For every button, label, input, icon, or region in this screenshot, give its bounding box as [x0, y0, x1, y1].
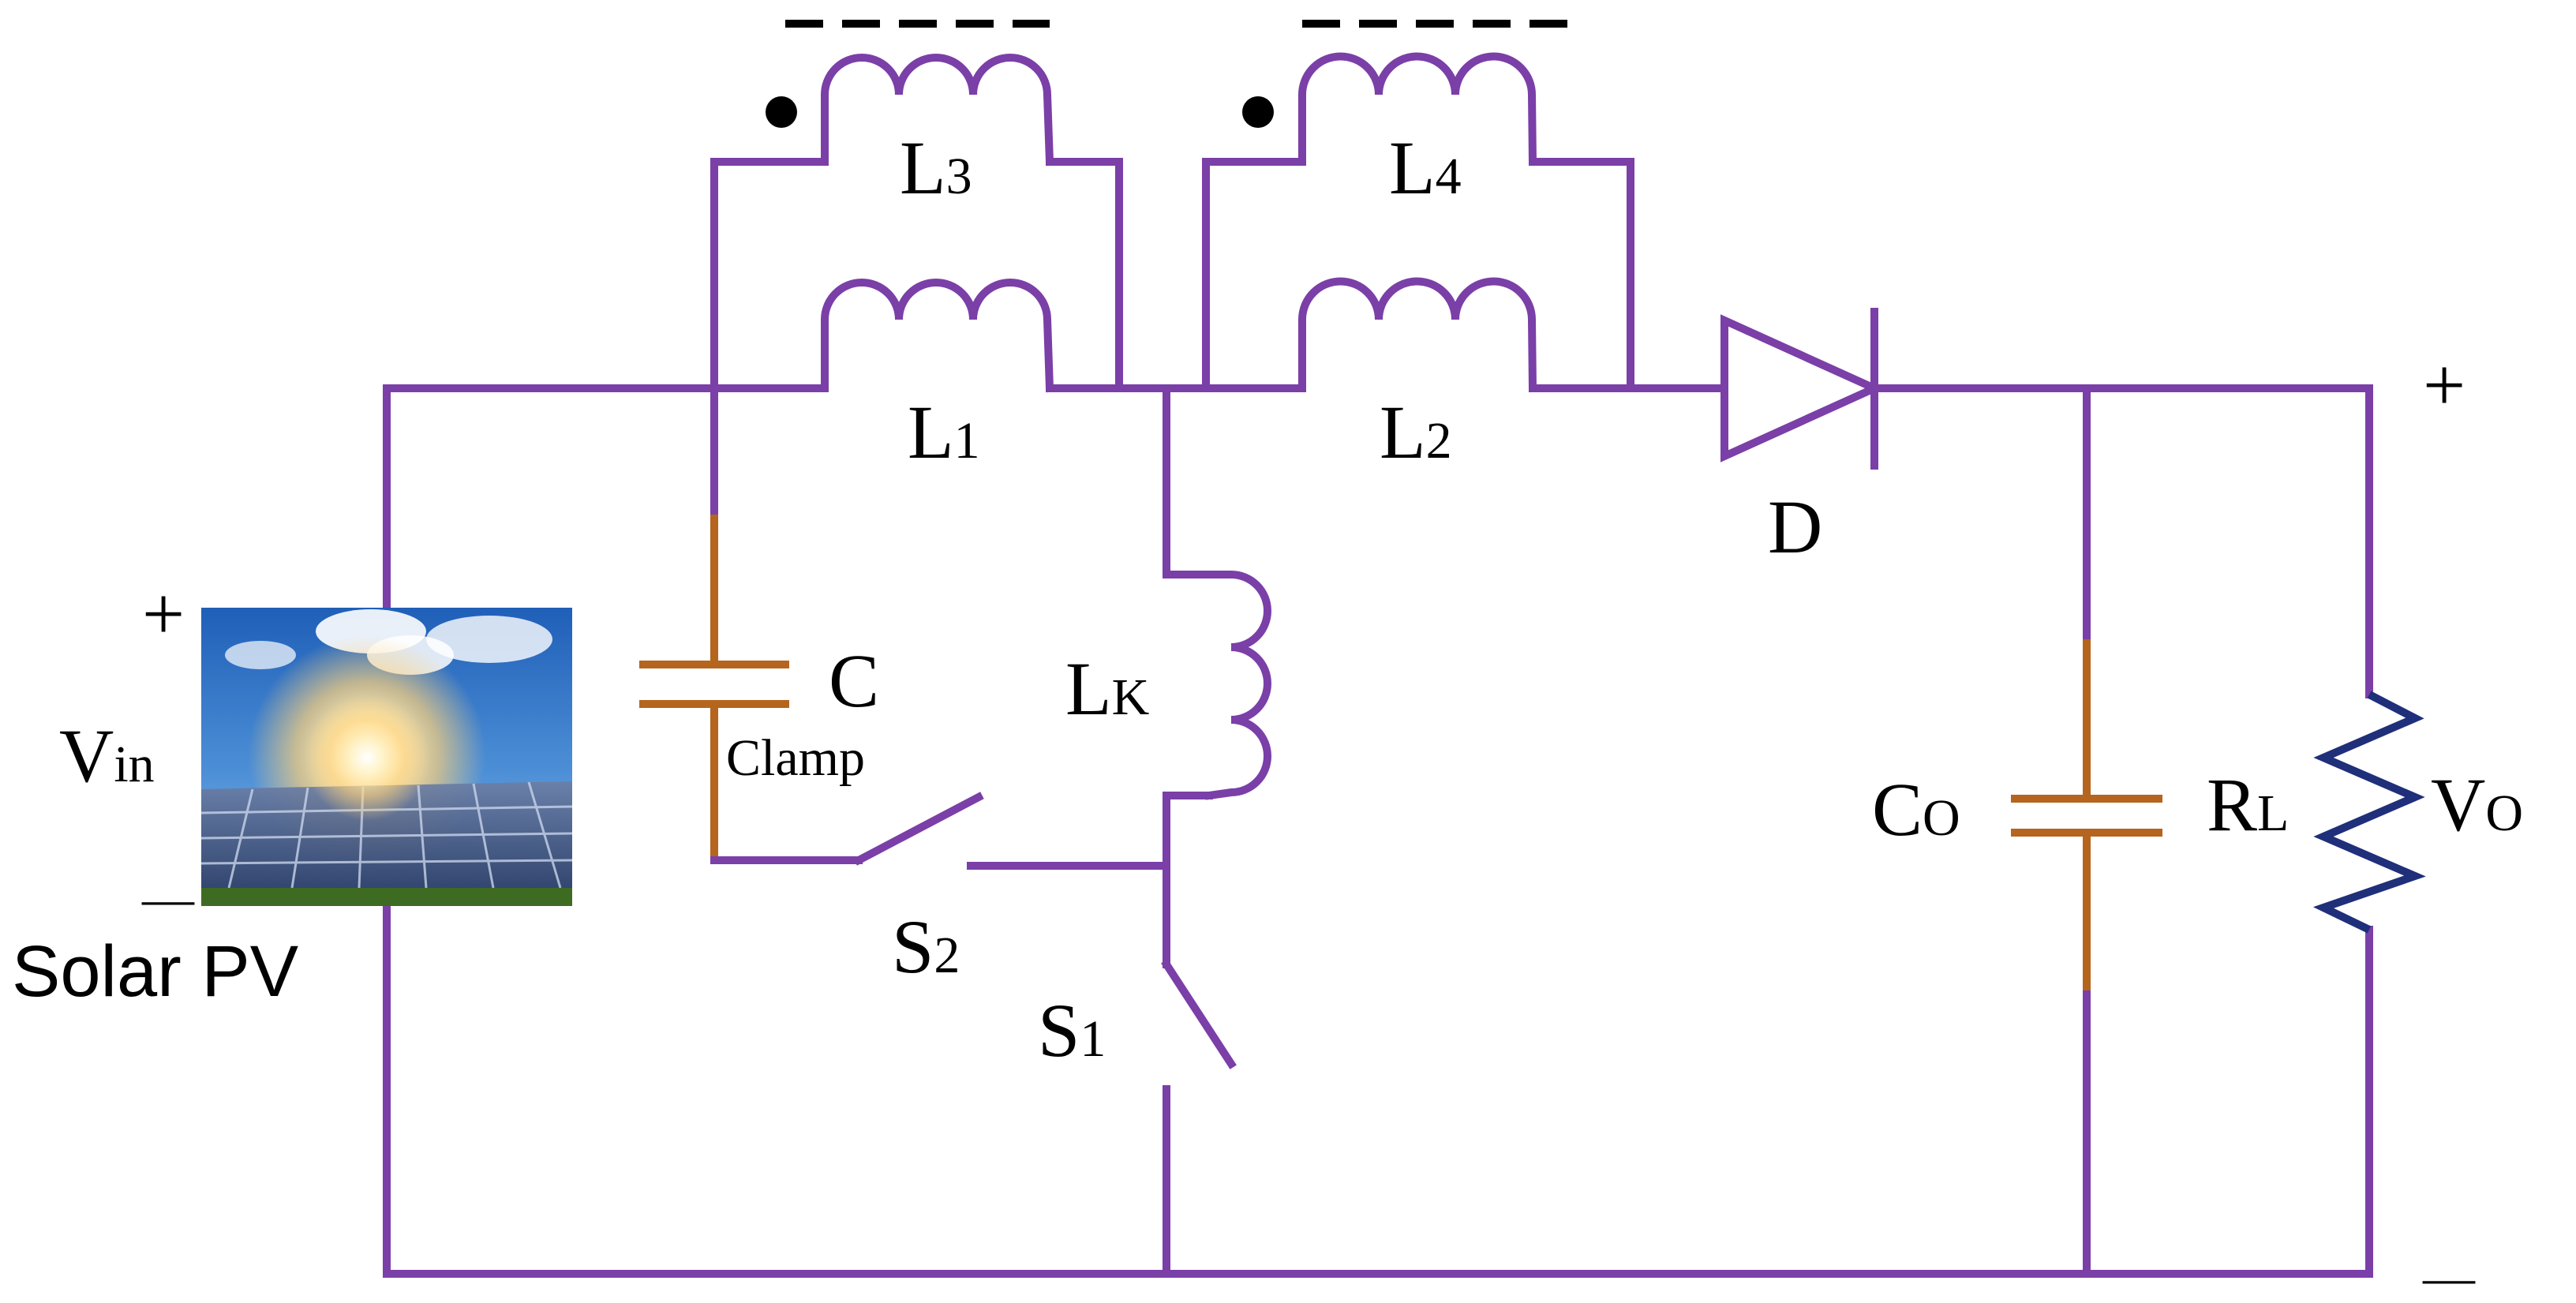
diode-d	[1720, 308, 1885, 470]
label-rl: RL	[2207, 762, 2289, 847]
label-s2: S2	[892, 904, 960, 989]
svg-text:RL: RL	[2207, 762, 2289, 847]
svg-text:C: C	[829, 638, 879, 723]
inductor-l3	[821, 54, 1054, 167]
pv-plus-sign: +	[142, 571, 185, 656]
solar-pv-image	[200, 608, 573, 906]
output-minus-sign: —	[2422, 1249, 2476, 1303]
wires	[383, 158, 2373, 1278]
polarity-dot-l3	[766, 96, 797, 128]
label-l2: L2	[1380, 390, 1452, 474]
label-co: CO	[1872, 767, 1960, 852]
label-vin: Vin	[59, 713, 155, 798]
svg-text:S1: S1	[1038, 988, 1106, 1073]
label-s1: S1	[1038, 988, 1106, 1073]
label-l1: L1	[908, 390, 980, 474]
svg-text:LK: LK	[1065, 646, 1149, 731]
inductor-l2	[1298, 277, 1537, 393]
inductor-l4	[1298, 52, 1537, 167]
svg-text:Clamp: Clamp	[726, 729, 865, 787]
inductor-lk	[1204, 571, 1271, 800]
svg-text:L4: L4	[1389, 125, 1462, 210]
output-plus-sign: +	[2423, 343, 2466, 427]
inductor-l1	[821, 279, 1054, 393]
capacitor-clamp	[639, 515, 863, 864]
label-l3: L3	[900, 125, 972, 210]
svg-text:L3: L3	[900, 125, 972, 210]
label-c-clamp: C Clamp	[726, 638, 879, 787]
svg-text:L1: L1	[908, 390, 980, 474]
polarity-dot-l4	[1242, 96, 1274, 128]
capacitor-co	[2011, 639, 2162, 990]
solar-pv-label: Solar PV	[12, 931, 298, 1012]
svg-text:L2: L2	[1380, 390, 1452, 474]
pv-minus-sign: —	[141, 870, 195, 927]
svg-text:D: D	[1768, 485, 1822, 569]
svg-text:S2: S2	[892, 904, 960, 989]
svg-text:VO: VO	[2431, 762, 2523, 847]
resistor-rl	[2312, 691, 2426, 934]
svg-text:Vin: Vin	[59, 713, 155, 798]
label-vo: VO	[2431, 762, 2523, 847]
svg-text:CO: CO	[1872, 767, 1960, 852]
label-l4: L4	[1389, 125, 1462, 210]
label-lk: LK	[1065, 646, 1149, 731]
label-d: D	[1768, 485, 1822, 569]
